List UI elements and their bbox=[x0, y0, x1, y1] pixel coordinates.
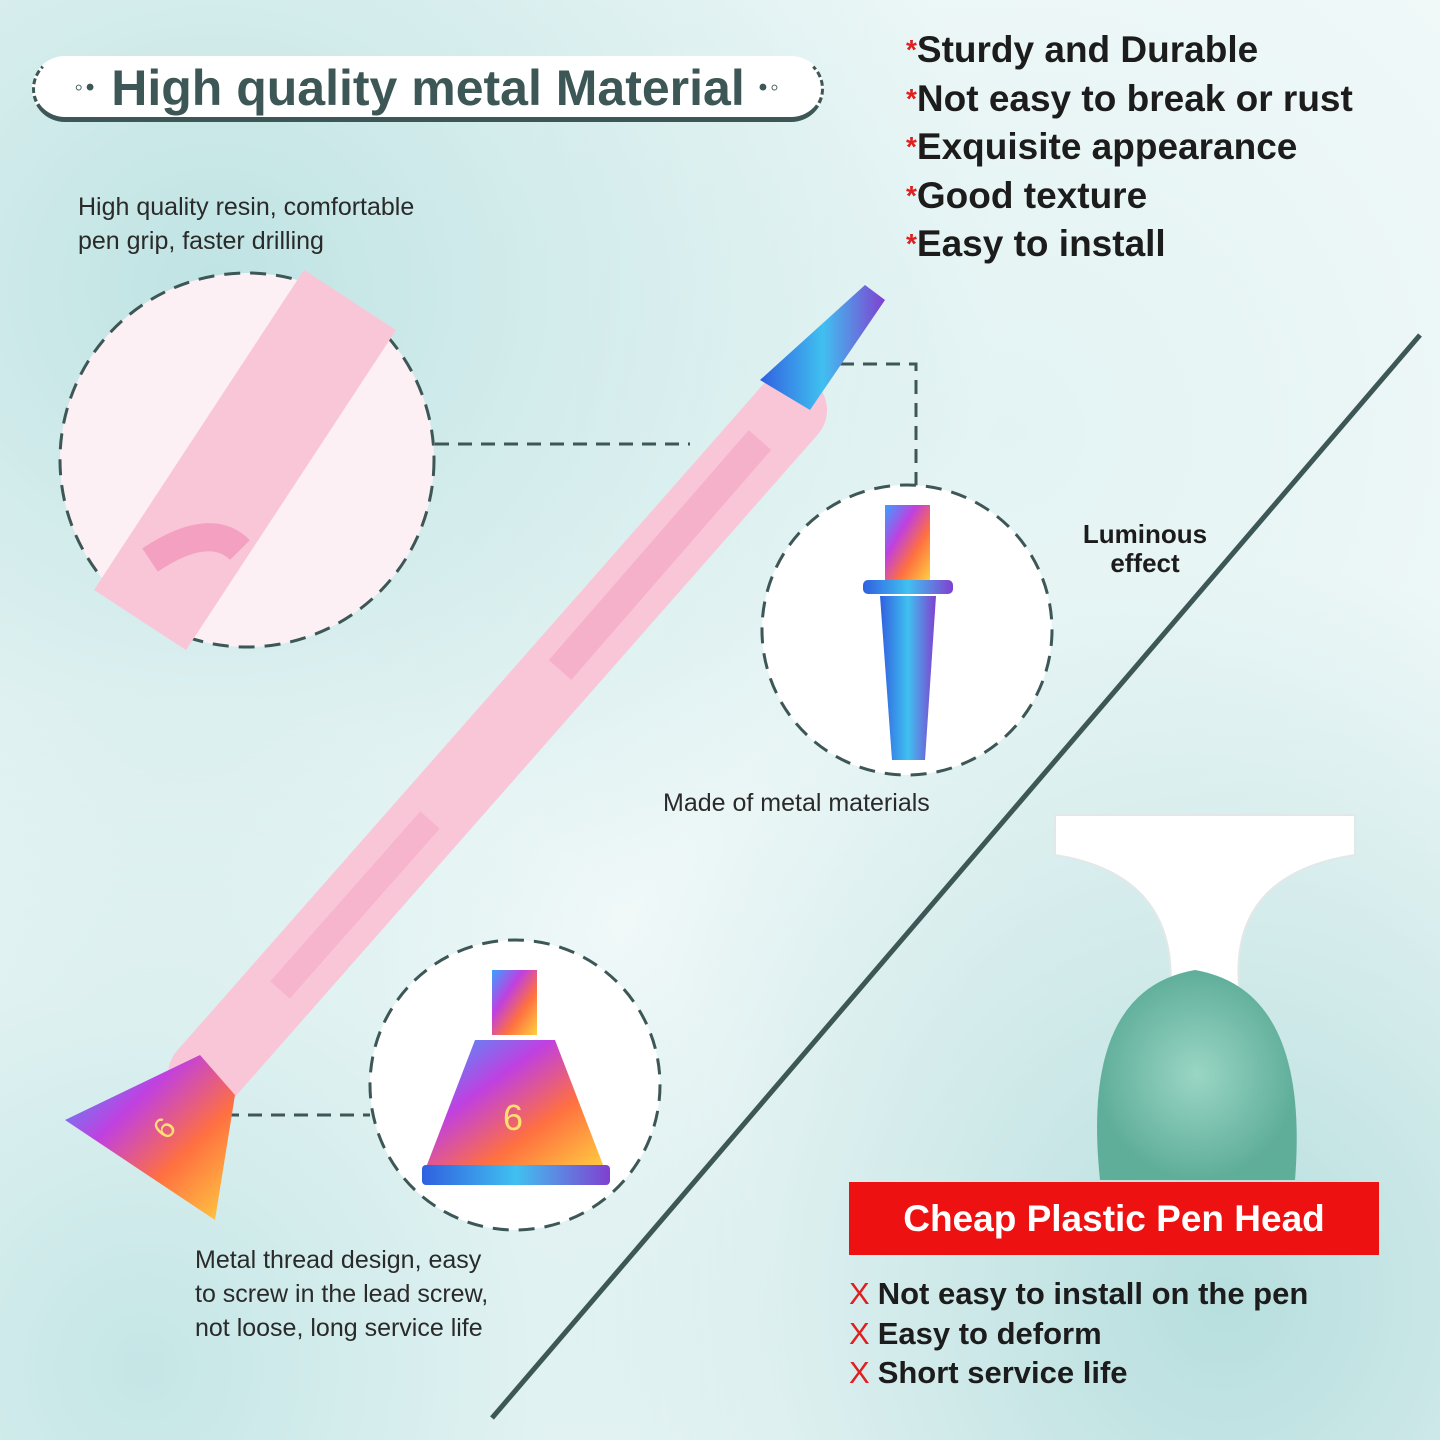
feature-item: *Exquisite appearance bbox=[906, 126, 1298, 167]
svg-text:6: 6 bbox=[503, 1097, 523, 1138]
title-banner: ◦• High quality metal Material •◦ bbox=[32, 56, 824, 122]
diamond-pen: 6 bbox=[65, 285, 885, 1220]
metal-caption: Made of metal materials bbox=[663, 789, 930, 817]
feature-item: *Easy to install bbox=[906, 223, 1166, 264]
title-dots-left: ◦• bbox=[74, 74, 98, 101]
feature-item: *Sturdy and Durable bbox=[906, 29, 1259, 70]
feature-list: *Sturdy and Durable *Not easy to break o… bbox=[906, 26, 1353, 269]
cheap-head-banner: Cheap Plastic Pen Head bbox=[849, 1182, 1379, 1255]
page-title: High quality metal Material bbox=[111, 60, 745, 116]
title-dots-right: •◦ bbox=[758, 74, 782, 101]
feature-item: *Not easy to break or rust bbox=[906, 77, 1353, 119]
plastic-pen-head bbox=[1054, 814, 1356, 1180]
feature-item: *Good texture bbox=[906, 174, 1148, 216]
divider-line bbox=[490, 333, 1422, 1420]
